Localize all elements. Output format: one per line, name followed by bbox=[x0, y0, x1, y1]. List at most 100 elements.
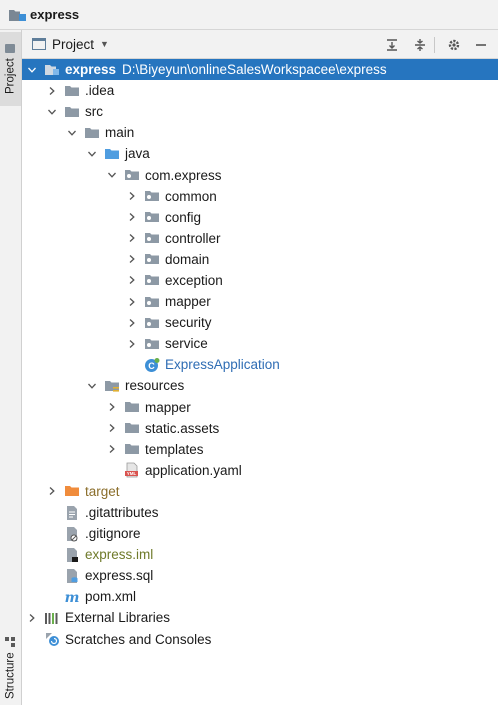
project-tool-tab[interactable]: Project bbox=[0, 32, 21, 106]
folder-icon bbox=[84, 125, 100, 141]
tree-row-external-libraries[interactable]: External Libraries bbox=[22, 607, 498, 628]
folder-icon bbox=[64, 83, 80, 99]
tree-row-resources[interactable]: resources bbox=[22, 375, 498, 396]
chevron-right-icon[interactable] bbox=[126, 190, 138, 202]
tree-item-label: exception bbox=[165, 272, 223, 288]
collapse-all-icon[interactable] bbox=[411, 36, 429, 54]
resources-folder-icon bbox=[104, 378, 120, 394]
tree-item-label: java bbox=[125, 146, 150, 162]
tree-row-scratches[interactable]: Scratches and Consoles bbox=[22, 629, 498, 650]
chevron-right-icon[interactable] bbox=[126, 296, 138, 308]
chevron-down-icon[interactable] bbox=[26, 64, 38, 76]
tree-row-java[interactable]: java bbox=[22, 143, 498, 164]
window-title: express bbox=[30, 7, 80, 22]
tree-item-label: resources bbox=[125, 378, 185, 394]
chevron-right-icon[interactable] bbox=[126, 317, 138, 329]
structure-tool-tab[interactable]: Structure bbox=[0, 628, 21, 708]
tree-item-label: config bbox=[165, 209, 202, 225]
chevron-down-icon[interactable] bbox=[106, 169, 118, 181]
minimize-icon[interactable] bbox=[472, 36, 490, 54]
chevron-right-icon[interactable] bbox=[106, 401, 118, 413]
tree-item-label: service bbox=[165, 336, 208, 352]
tree-row-express-sql[interactable]: express.sql bbox=[22, 565, 498, 586]
tree-row-gitattributes[interactable]: .gitattributes bbox=[22, 502, 498, 523]
gear-icon[interactable] bbox=[445, 36, 463, 54]
tree-row-static-assets[interactable]: static.assets bbox=[22, 418, 498, 439]
tree-item-label: domain bbox=[165, 251, 210, 267]
tree-row-service[interactable]: service bbox=[22, 333, 498, 354]
yaml-file-icon: YML bbox=[124, 462, 140, 478]
chevron-right-icon[interactable] bbox=[126, 253, 138, 265]
sql-file-icon bbox=[64, 568, 80, 584]
tree-row-res-mapper[interactable]: mapper bbox=[22, 397, 498, 418]
chevron-right-icon[interactable] bbox=[126, 338, 138, 350]
tree-item-label: controller bbox=[165, 230, 221, 246]
chevron-right-icon[interactable] bbox=[46, 85, 58, 97]
tree-row-main[interactable]: main bbox=[22, 122, 498, 143]
libraries-icon bbox=[44, 610, 60, 626]
project-tab-label: Project bbox=[4, 58, 17, 95]
module-path: D:\Biyeyun\onlineSalesWorkspacee\express bbox=[122, 62, 387, 78]
module-folder-icon bbox=[44, 62, 60, 78]
package-icon bbox=[144, 230, 160, 246]
tree-row-security[interactable]: security bbox=[22, 312, 498, 333]
chevron-right-icon[interactable] bbox=[106, 443, 118, 455]
chevron-right-icon[interactable] bbox=[126, 274, 138, 286]
scratches-icon bbox=[44, 631, 60, 647]
tree-item-label: mapper bbox=[165, 294, 211, 310]
tree-item-label: Scratches and Consoles bbox=[65, 631, 212, 647]
tree-row-com-express[interactable]: com.express bbox=[22, 164, 498, 185]
expand-all-icon[interactable] bbox=[383, 36, 401, 54]
project-folder-icon bbox=[9, 8, 26, 22]
tree-row-src[interactable]: src bbox=[22, 101, 498, 122]
package-icon bbox=[144, 315, 160, 331]
package-icon bbox=[124, 167, 140, 183]
svg-text:m: m bbox=[65, 590, 80, 605]
package-icon bbox=[144, 272, 160, 288]
tree-row-express[interactable]: express D:\Biyeyun\onlineSalesWorkspacee\… bbox=[22, 59, 498, 81]
chevron-down-icon[interactable] bbox=[86, 148, 98, 160]
tree-row-config[interactable]: config bbox=[22, 207, 498, 228]
title-bar: express bbox=[0, 0, 498, 30]
chevron-right-icon[interactable] bbox=[126, 232, 138, 244]
chevron-right-icon[interactable] bbox=[106, 422, 118, 434]
tree-row-mapper[interactable]: mapper bbox=[22, 291, 498, 312]
chevron-down-icon[interactable]: ▼ bbox=[100, 39, 109, 49]
chevron-down-icon[interactable] bbox=[46, 106, 58, 118]
tree-item-label: templates bbox=[145, 441, 204, 457]
chevron-down-icon[interactable] bbox=[86, 380, 98, 392]
toolbar-separator bbox=[434, 37, 435, 53]
view-selector-label[interactable]: Project bbox=[52, 36, 95, 52]
tree-item-label: main bbox=[105, 125, 135, 141]
tree-row-templates[interactable]: templates bbox=[22, 439, 498, 460]
tree-item-label: express.sql bbox=[85, 568, 154, 584]
chevron-down-icon[interactable] bbox=[66, 127, 78, 139]
tree-row-common[interactable]: common bbox=[22, 186, 498, 207]
tree-row-exception[interactable]: exception bbox=[22, 270, 498, 291]
tree-row-gitignore[interactable]: .gitignore bbox=[22, 523, 498, 544]
package-icon bbox=[144, 251, 160, 267]
tree-item-label: express.iml bbox=[85, 547, 154, 563]
chevron-right-icon[interactable] bbox=[46, 485, 58, 497]
tree-row-idea[interactable]: .idea bbox=[22, 80, 498, 101]
tree-item-label: express bbox=[65, 62, 117, 78]
tree-row-controller[interactable]: controller bbox=[22, 228, 498, 249]
project-toolbar: Project ▼ bbox=[22, 30, 498, 59]
spring-class-icon: C bbox=[144, 357, 160, 373]
structure-icon bbox=[5, 636, 17, 647]
tree-item-label: static.assets bbox=[145, 420, 220, 436]
tree-row-express-iml[interactable]: express.iml bbox=[22, 544, 498, 565]
folder-icon bbox=[64, 104, 80, 120]
svg-text:YML: YML bbox=[127, 471, 137, 476]
tree-item-label: security bbox=[165, 315, 212, 331]
package-icon bbox=[144, 336, 160, 352]
tree-row-target[interactable]: target bbox=[22, 481, 498, 502]
chevron-right-icon[interactable] bbox=[26, 612, 38, 624]
source-folder-icon bbox=[104, 146, 120, 162]
tree-row-domain[interactable]: domain bbox=[22, 249, 498, 270]
tree-item-label: com.express bbox=[145, 167, 222, 183]
chevron-right-icon[interactable] bbox=[126, 211, 138, 223]
